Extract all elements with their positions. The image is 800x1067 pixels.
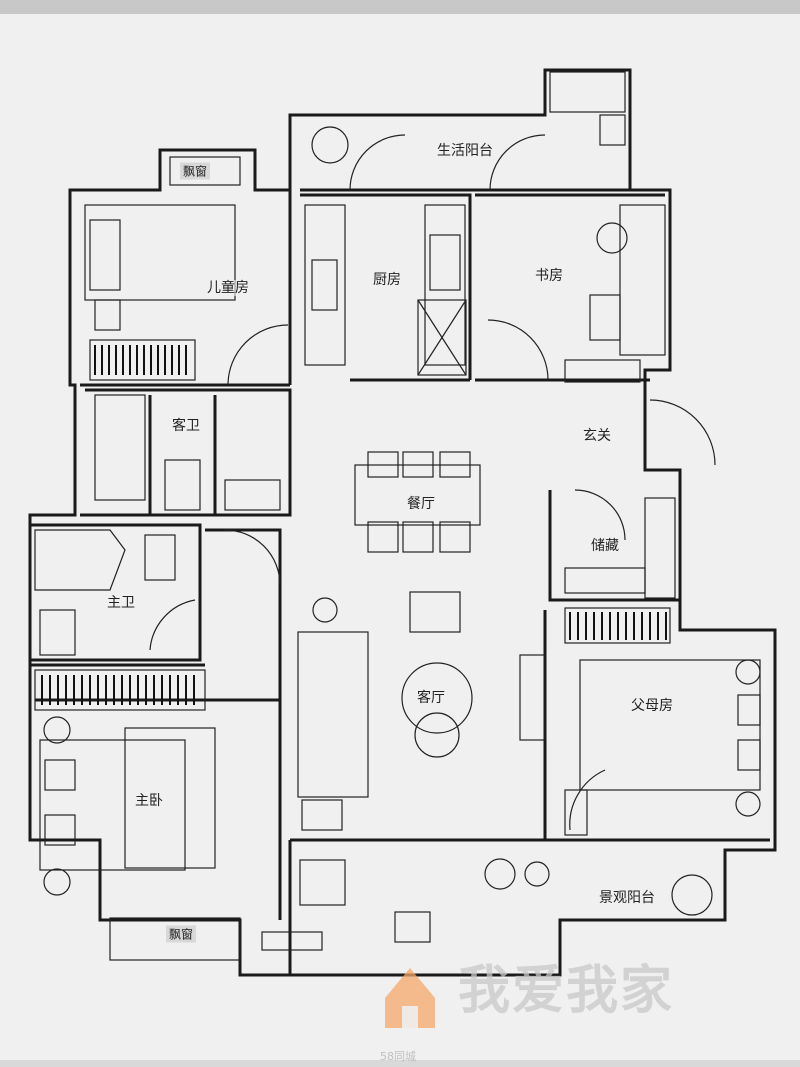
label-dining: 餐厅 — [405, 496, 437, 512]
label-master-bedroom: 主卧 — [133, 793, 165, 809]
label-storage: 储藏 — [589, 538, 621, 554]
site-tag: 58同城 — [380, 1050, 416, 1063]
label-bay-window-top: 飘窗 — [179, 162, 211, 180]
label-kitchen: 厨房 — [371, 272, 403, 288]
label-living: 客厅 — [415, 690, 447, 706]
label-master-bath: 主卫 — [105, 595, 137, 611]
label-study: 书房 — [533, 268, 565, 284]
label-bay-window-bottom: 飘窗 — [165, 925, 197, 943]
watermark: 我爱我家 — [388, 948, 674, 1023]
label-view-balcony: 景观阳台 — [597, 890, 657, 906]
label-utility-balcony: 生活阳台 — [435, 143, 495, 159]
label-foyer: 玄关 — [581, 428, 613, 444]
watermark-text: 我爱我家 — [458, 961, 675, 1021]
label-guest-bath: 客卫 — [170, 418, 202, 434]
label-kids-room: 儿童房 — [205, 280, 251, 296]
label-parents-room: 父母房 — [629, 698, 675, 714]
watermark-logo — [385, 968, 435, 1028]
